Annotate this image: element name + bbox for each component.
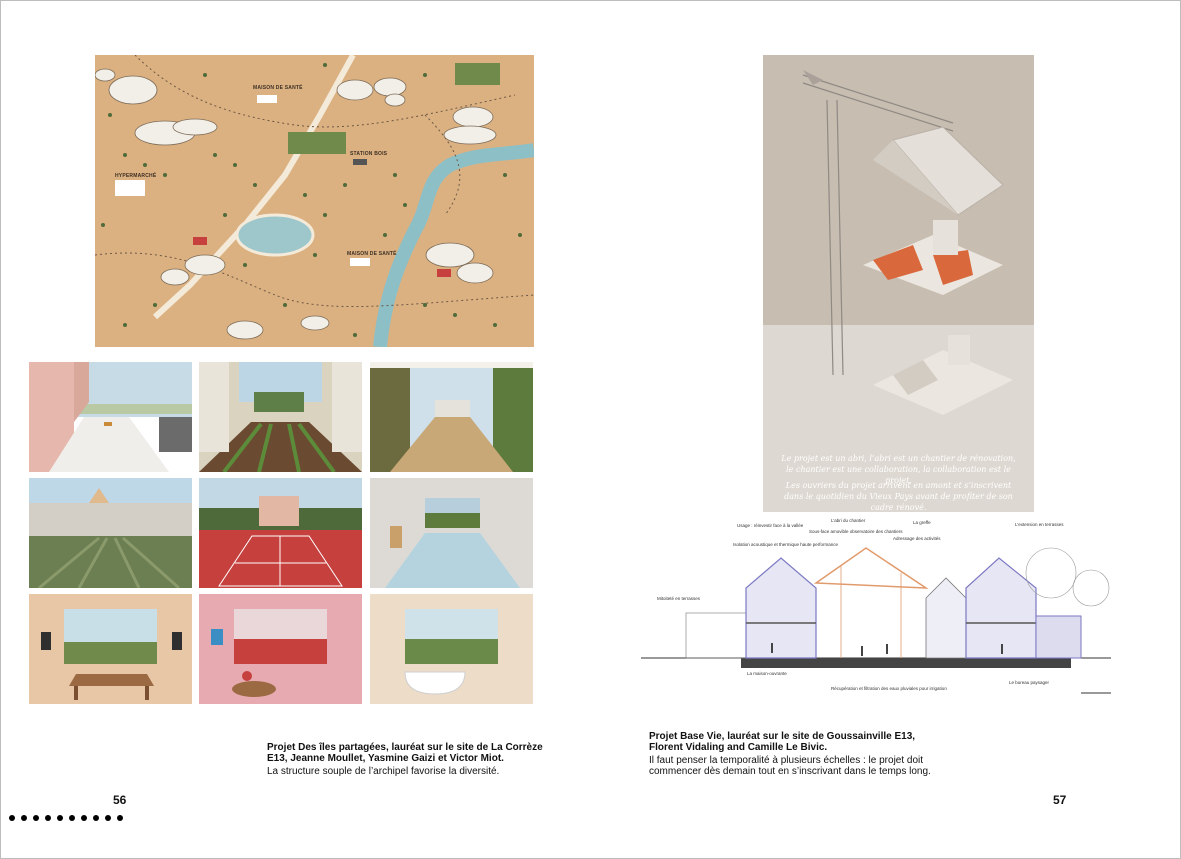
label-maison-sante-1: MAISON DE SANTÉ <box>253 85 303 91</box>
right-caption: Projet Base Vie, lauréat sur le site de … <box>649 731 949 777</box>
site-plan-drawing <box>95 55 534 347</box>
label-station-bois: STATION BOIS <box>350 151 388 157</box>
ann-sous-face: Sous-face amovible observatoire des chan… <box>809 529 903 534</box>
page-number-left: 56 <box>113 793 127 807</box>
dot <box>69 815 75 821</box>
ann-greffe: La greffe <box>913 520 931 525</box>
model-caption-line1: Le projet est un abri, l’abri est un cha… <box>781 454 1016 485</box>
right-caption-text: Il faut penser la temporalité à plusieur… <box>649 755 931 777</box>
decorative-dot-row <box>9 815 123 821</box>
ann-adressage: Adressage des activités <box>893 536 941 541</box>
ann-isolation: Isolation acoustique et thermique haute … <box>733 542 839 547</box>
dot <box>117 815 123 821</box>
right-caption-title: Projet Base Vie, lauréat sur le site de … <box>649 731 916 753</box>
left-caption-text: La structure souple de l’archipel favori… <box>267 766 500 777</box>
render-tennis-court <box>199 478 362 588</box>
building-section-drawing: Usage : réinvestir face à la vallée L’ab… <box>641 518 1111 708</box>
dot <box>105 815 111 821</box>
page-number-right: 57 <box>1053 793 1067 807</box>
render-bathroom <box>370 594 533 704</box>
label-maison-sante-2: MAISON DE SANTÉ <box>347 251 397 257</box>
crane-model-illustration <box>763 55 1034 512</box>
render-terrace <box>29 362 192 472</box>
dot <box>9 815 15 821</box>
section-illustration <box>641 547 1111 694</box>
dot <box>93 815 99 821</box>
dot <box>21 815 27 821</box>
ann-extension-terrasses: L’extension en terrasses <box>1015 522 1064 527</box>
dot <box>45 815 51 821</box>
ann-mitoiteté: Mitoiteté en terrasses <box>657 596 701 601</box>
crane-model-photo: Le projet est un abri, l’abri est un cha… <box>763 55 1034 512</box>
left-caption: Projet Des îles partagées, lauréat sur l… <box>267 742 547 777</box>
dot <box>57 815 63 821</box>
label-hypermarche: HYPERMARCHÉ <box>115 173 157 179</box>
render-pool <box>370 478 533 588</box>
ann-usage: Usage : réinvestir face à la vallée <box>737 523 804 528</box>
render-tennis-lounge <box>199 594 362 704</box>
render-pergola-corridor <box>370 362 533 472</box>
ann-abri-chantier: L’abri du chantier <box>831 518 866 523</box>
render-vegetable-garden <box>199 362 362 472</box>
ann-maison-ouvrante: La maison-ouvrante <box>747 671 787 676</box>
dot <box>81 815 87 821</box>
left-caption-title: Projet Des îles partagées, lauréat sur l… <box>267 742 543 764</box>
render-dining-room <box>29 594 192 704</box>
ann-recuperation: Récupération et filtration des eaux pluv… <box>831 686 947 691</box>
site-plan-map: MAISON DE SANTÉ STATION BOIS HYPERMARCHÉ… <box>95 55 534 347</box>
ann-bureau-paysager: Le bureau paysager <box>1009 680 1050 685</box>
render-lavender-field <box>29 478 192 588</box>
model-caption-line2: Les ouvriers du projet arrivent en amont… <box>784 481 1013 512</box>
dot <box>33 815 39 821</box>
